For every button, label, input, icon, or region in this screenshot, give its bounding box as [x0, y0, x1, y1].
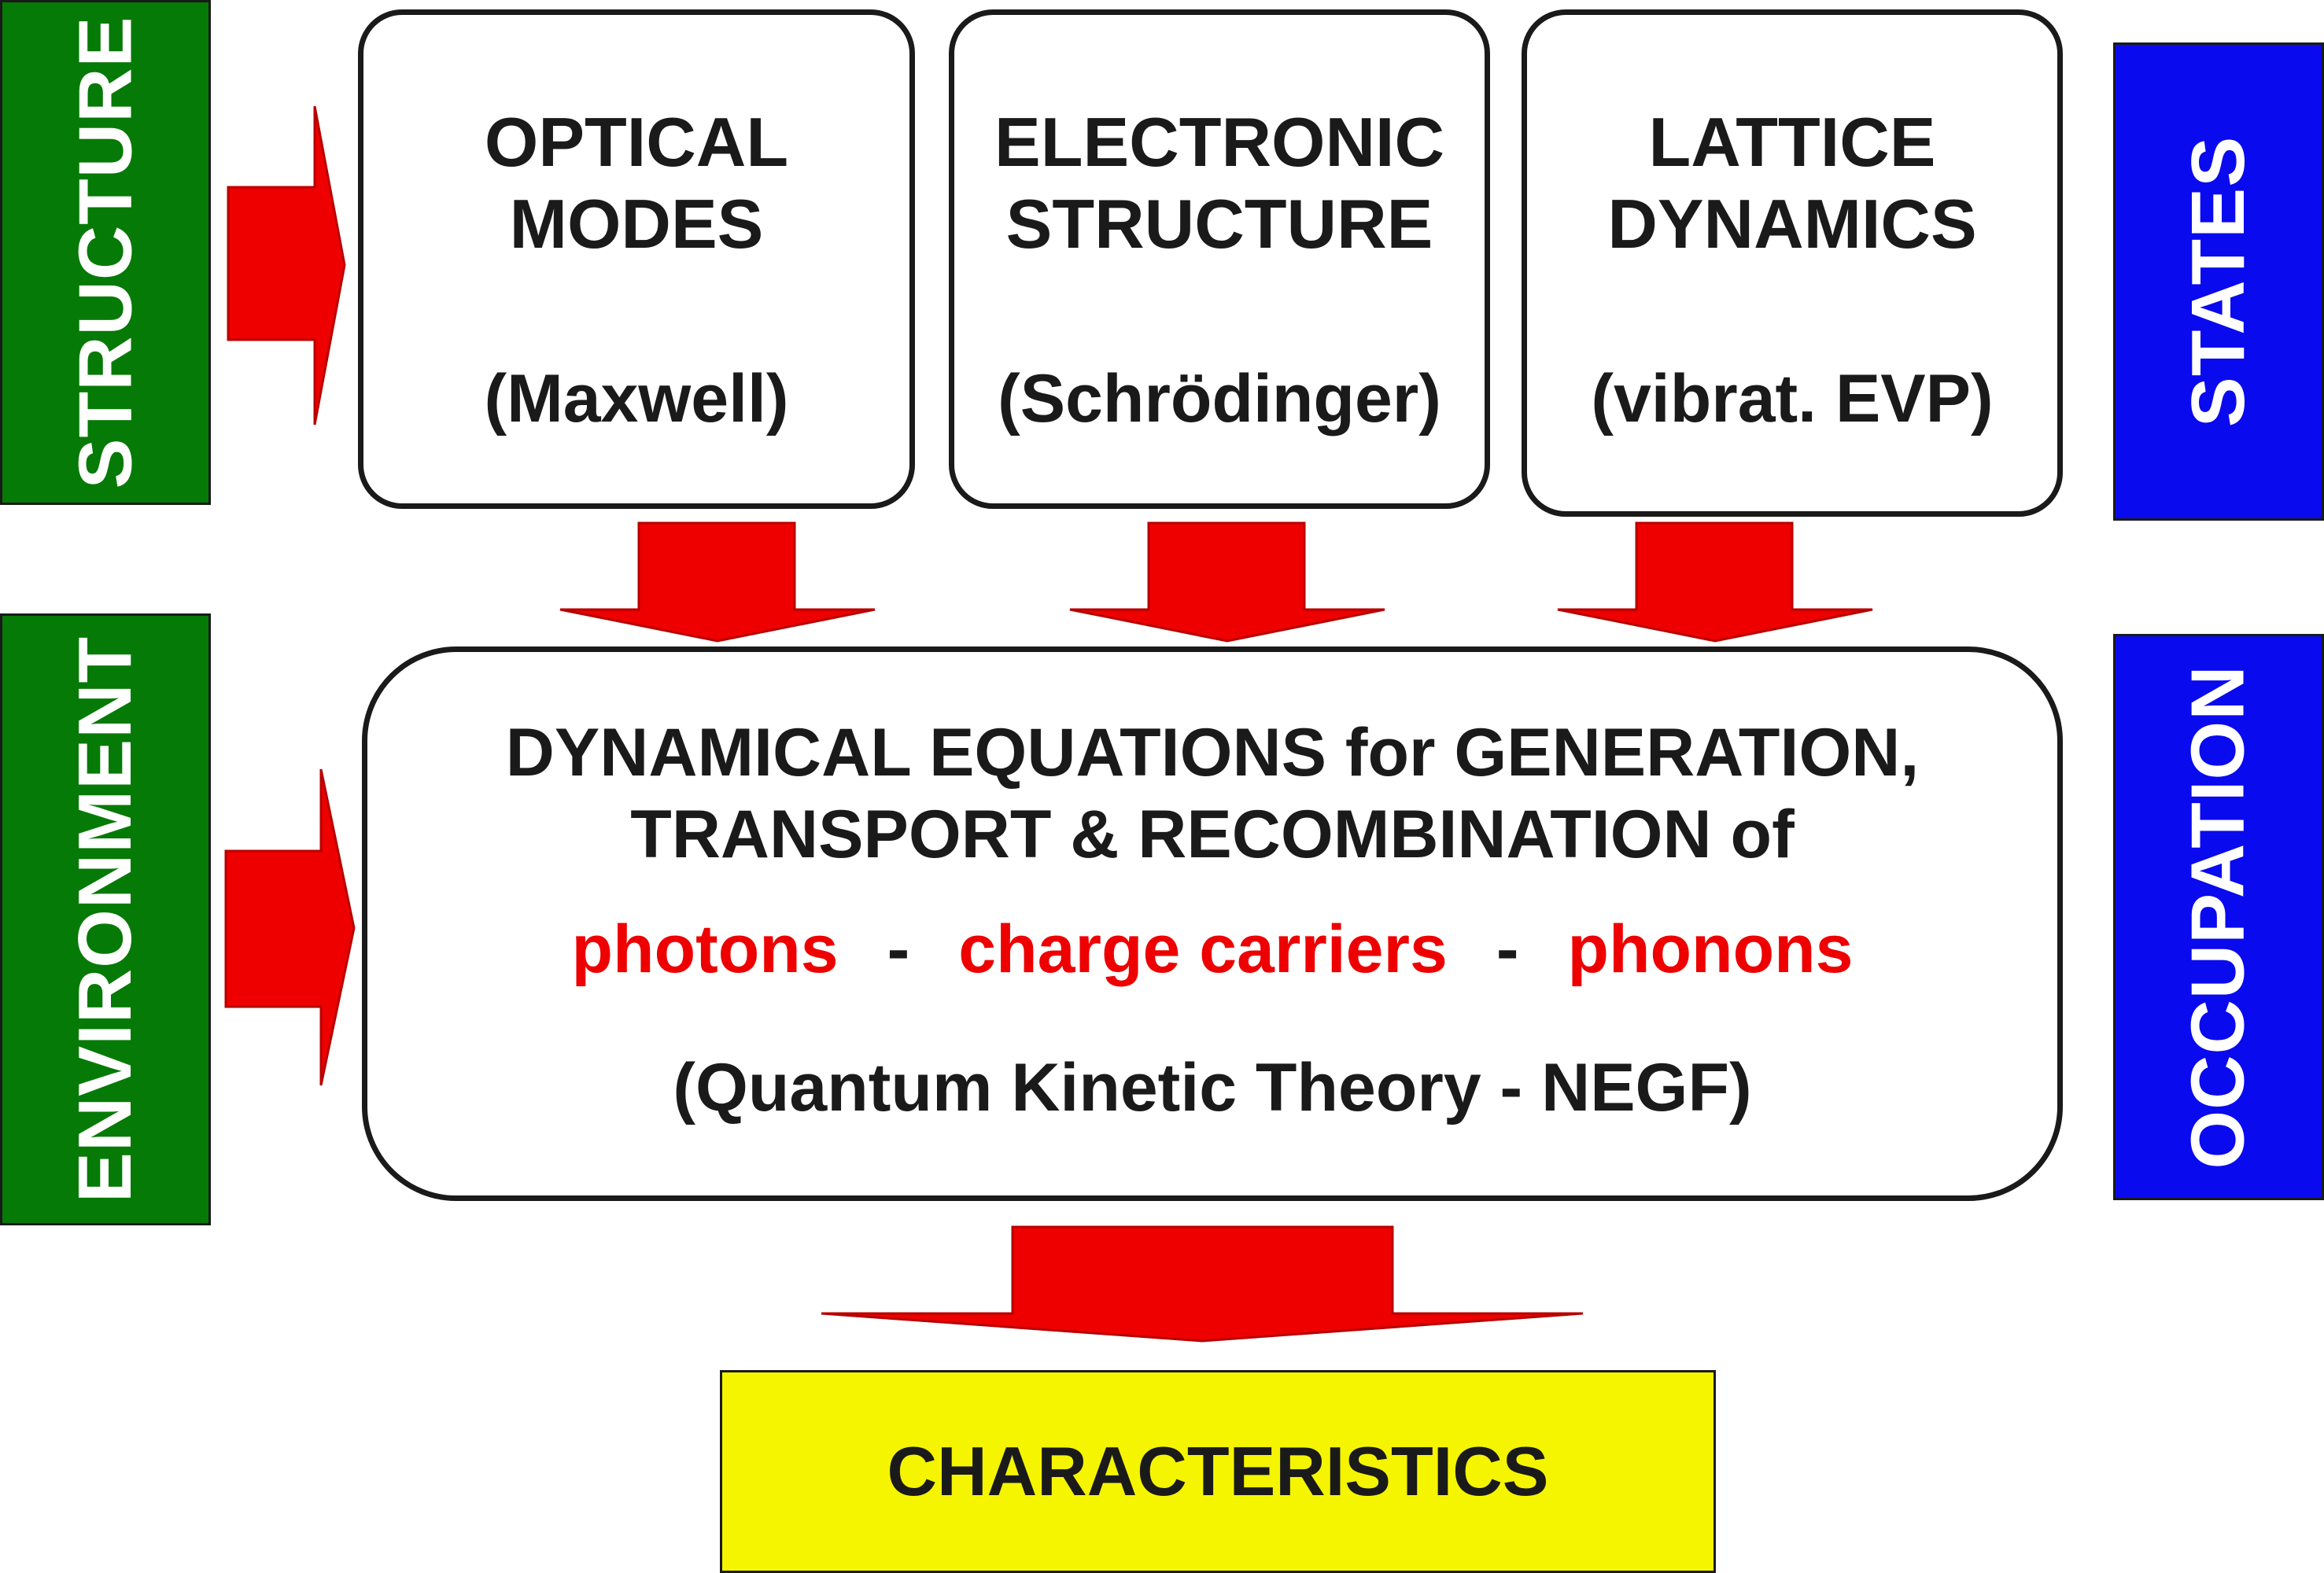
characteristics-box: CHARACTERISTICS	[720, 1370, 1716, 1573]
particle-photons: photons	[571, 912, 839, 987]
structure-arrow	[227, 105, 346, 425]
optical-modes-subtitle: (Maxwell)	[484, 361, 789, 437]
characteristics-label: CHARACTERISTICS	[887, 1432, 1549, 1510]
lattice-dynamics-box: LATTICE DYNAMICS (vibrat. EVP)	[1522, 9, 2063, 517]
optical-modes-title-2: MODES	[509, 185, 764, 263]
central-line-1: DYNAMICAL EQUATIONS for GENERATION,	[505, 715, 1920, 790]
electronic-down-arrow	[1069, 521, 1385, 643]
particle-phonons: phonons	[1567, 912, 1854, 987]
environment-bar: ENVIRONMENT	[0, 613, 211, 1225]
optical-modes-title-1: OPTICAL	[484, 103, 789, 181]
electronic-structure-title-2: STRUCTURE	[1005, 185, 1433, 263]
separator-2: -	[1496, 912, 1519, 987]
states-bar: STATES	[2113, 42, 2324, 521]
dynamical-equations-box: DYNAMICAL EQUATIONS for GENERATION, TRAN…	[362, 647, 2063, 1201]
lattice-dynamics-title-2: DYNAMICS	[1607, 185, 1977, 263]
structure-label: STRUCTURE	[63, 16, 148, 489]
electronic-structure-box: ELECTRONIC STRUCTURE (Schrödinger)	[949, 9, 1490, 509]
structure-bar: STRUCTURE	[0, 0, 211, 505]
states-label: STATES	[2176, 135, 2261, 428]
central-line-2: TRANSPORT & RECOMBINATION of	[630, 797, 1795, 872]
occupation-label: OCCUPATION	[2176, 665, 2261, 1170]
theory-line: (Quantum Kinetic Theory - NEGF)	[673, 1050, 1752, 1125]
optical-modes-box: OPTICAL MODES (Maxwell)	[358, 9, 915, 509]
result-down-arrow	[821, 1225, 1584, 1343]
lattice-dynamics-subtitle: (vibrat. EVP)	[1591, 361, 1994, 437]
optical-down-arrow	[559, 521, 876, 643]
lattice-dynamics-title-1: LATTICE	[1648, 103, 1936, 181]
environment-arrow	[224, 768, 356, 1086]
electronic-structure-title-1: ELECTRONIC	[994, 103, 1444, 181]
particle-charge-carriers: charge carriers	[958, 912, 1448, 987]
separator-1: -	[887, 912, 910, 987]
electronic-structure-subtitle: (Schrödinger)	[998, 361, 1441, 437]
particles-line: photons-charge carriers-phonons	[367, 908, 2057, 990]
lattice-down-arrow	[1557, 521, 1873, 643]
environment-label: ENVIRONMENT	[63, 635, 148, 1203]
occupation-bar: OCCUPATION	[2113, 634, 2324, 1200]
